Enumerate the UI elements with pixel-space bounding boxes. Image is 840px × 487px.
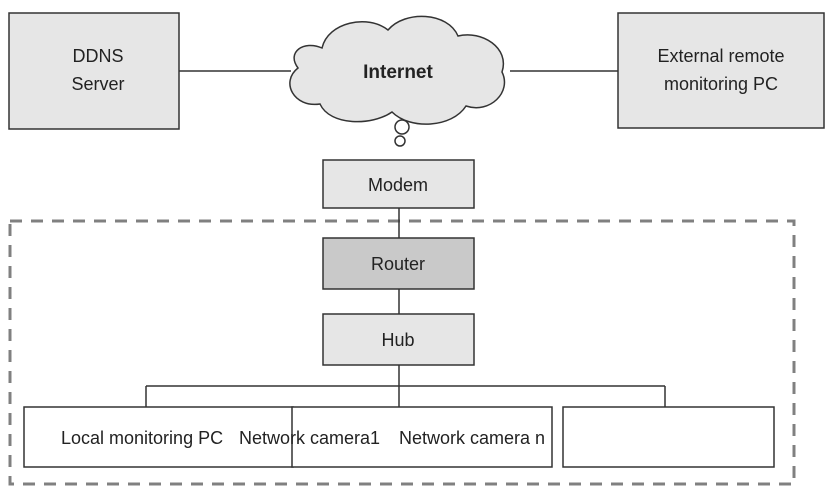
ddns-server-box: [8, 12, 180, 130]
external-pc-node: External remote monitoring PC: [617, 12, 825, 129]
external-pc-label-2: monitoring PC: [664, 74, 778, 94]
local-network-boundary: [8, 219, 796, 486]
router-label: Router: [371, 254, 425, 274]
camera1-label: Network camera1: [239, 428, 380, 448]
external-pc-box: [617, 12, 825, 129]
cloud-icon: [289, 15, 506, 125]
local-pc-label: Local monitoring PC: [61, 428, 223, 448]
camera1-box: [291, 406, 553, 468]
camera-n-box: [562, 406, 775, 468]
cloud-tail-bubble-large: [394, 119, 410, 135]
ddns-server-label-2: Server: [71, 74, 124, 94]
ellipsis-label: · · ·: [507, 435, 518, 442]
ddns-server-node: DDNS Server: [8, 12, 180, 130]
internet-label: Internet: [363, 62, 433, 83]
cloud-tail-bubble-small: [394, 135, 406, 147]
external-pc-label-1: External remote: [657, 46, 784, 66]
camera-n-label: Network camera n: [399, 428, 545, 448]
router-node: Router: [322, 237, 475, 290]
hub-label: Hub: [381, 330, 414, 350]
connectors: [145, 70, 666, 407]
modem-label: Modem: [368, 175, 428, 195]
ddns-server-label-1: DDNS: [72, 46, 123, 66]
modem-box: [322, 159, 475, 209]
internet-cloud-node: Internet: [289, 15, 506, 147]
router-box: [322, 237, 475, 290]
hub-node: Hub: [322, 313, 475, 366]
modem-node: Modem: [322, 159, 475, 209]
hub-box: [322, 313, 475, 366]
